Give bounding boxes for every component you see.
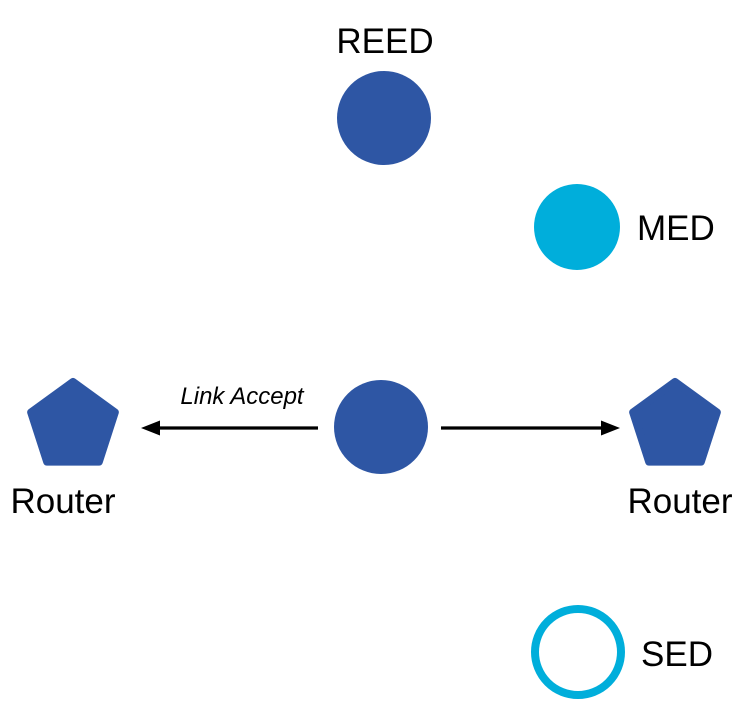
- left-arrow-head-icon: [141, 420, 160, 436]
- reed-node-circle-icon: [337, 71, 431, 165]
- reed-label: REED: [336, 22, 434, 61]
- router-right-pentagon-icon: [629, 378, 721, 466]
- router-right-label: Router: [627, 482, 733, 521]
- link-accept-edge-label: Link Accept: [180, 383, 304, 410]
- sed-label: SED: [641, 635, 713, 674]
- med-label: MED: [637, 209, 715, 248]
- med-node-circle-icon: [534, 184, 620, 270]
- sed-node-ring-icon: [531, 605, 625, 699]
- right-arrow-head-icon: [601, 420, 620, 436]
- router-left-label: Router: [10, 482, 116, 521]
- child-node-circle-icon: [334, 380, 428, 474]
- router-left-pentagon-icon: [27, 378, 119, 466]
